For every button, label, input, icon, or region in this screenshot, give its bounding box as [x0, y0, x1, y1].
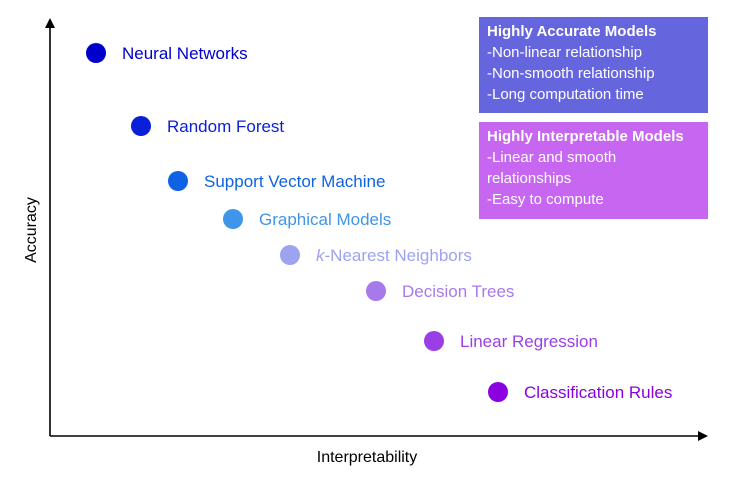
- model-point-7: [424, 331, 444, 351]
- model-label-text: Random Forest: [167, 117, 284, 136]
- interpretable-models-line: -Easy to compute: [487, 191, 604, 208]
- model-label-8: Classification Rules: [524, 383, 672, 402]
- model-label-4: Graphical Models: [259, 210, 391, 229]
- accurate-models-line: -Non-smooth relationship: [487, 65, 655, 82]
- model-label-prefix: k: [316, 246, 326, 265]
- accurate-models-box: Highly Accurate Models -Non-linear relat…: [479, 17, 708, 113]
- interpretable-models-box: Highly Interpretable Models -Linear and …: [479, 122, 708, 219]
- model-label-2: Random Forest: [167, 117, 284, 136]
- model-label-text: Support Vector Machine: [204, 172, 385, 191]
- model-label-5: k-Nearest Neighbors: [316, 246, 472, 265]
- y-axis-label: Accuracy: [23, 197, 40, 263]
- model-label-text: -Nearest Neighbors: [325, 246, 472, 265]
- model-point-2: [131, 116, 151, 136]
- model-label-1: Neural Networks: [122, 44, 248, 63]
- model-label-text: Decision Trees: [402, 282, 514, 301]
- model-point-8: [488, 382, 508, 402]
- accurate-models-title: Highly Accurate Models: [487, 23, 657, 40]
- model-label-6: Decision Trees: [402, 282, 514, 301]
- model-label-text: Neural Networks: [122, 44, 248, 63]
- model-label-text: Graphical Models: [259, 210, 391, 229]
- x-axis-label: Interpretability: [317, 449, 418, 466]
- model-label-7: Linear Regression: [460, 332, 598, 351]
- model-point-3: [168, 171, 188, 191]
- model-point-5: [280, 245, 300, 265]
- interpretable-models-line: -Linear and smooth: [487, 149, 617, 166]
- model-point-6: [366, 281, 386, 301]
- model-point-4: [223, 209, 243, 229]
- model-point-1: [86, 43, 106, 63]
- accurate-models-line: -Long computation time: [487, 86, 644, 103]
- accurate-models-line: -Non-linear relationship: [487, 44, 643, 61]
- interpretable-models-title: Highly Interpretable Models: [487, 128, 684, 145]
- model-label-text: Linear Regression: [460, 332, 598, 351]
- model-label-text: Classification Rules: [524, 383, 672, 402]
- model-label-3: Support Vector Machine: [204, 172, 385, 191]
- interpretable-models-line: relationships: [487, 170, 572, 187]
